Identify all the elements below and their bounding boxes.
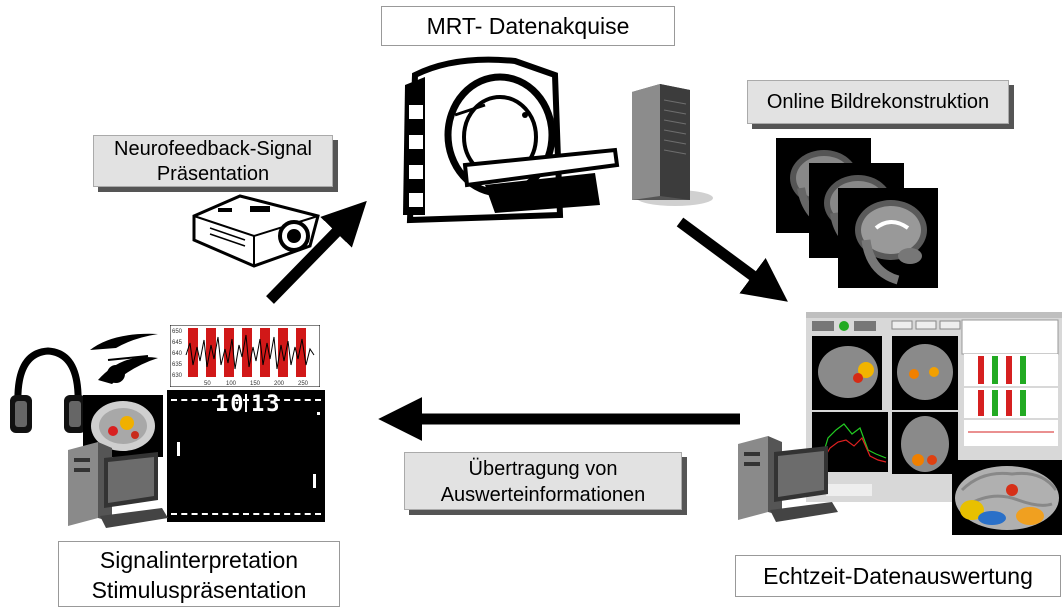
pong-right-paddle bbox=[313, 474, 316, 488]
arrow-to-scanner bbox=[266, 200, 367, 304]
label-signal-line2: Stimuluspräsentation bbox=[91, 577, 307, 603]
label-realtime-analysis: Echtzeit-Datenauswertung bbox=[735, 555, 1061, 597]
pong-right-score: 13 bbox=[251, 392, 282, 417]
mri-scanner-illustration bbox=[403, 56, 620, 224]
brain-panel-sagittal bbox=[812, 336, 882, 410]
signal-plot-y-ticks: 650 645 640 635 630 bbox=[172, 329, 183, 379]
label-mrt-acquisition: MRT- Datenakquise bbox=[381, 6, 675, 46]
label-signal-interpretation: Signalinterpretation Stimuluspräsentatio… bbox=[58, 541, 340, 607]
label-mrt-text: MRT- Datenakquise bbox=[426, 13, 630, 39]
x-tick: 50 bbox=[204, 381, 211, 387]
y-tick: 645 bbox=[172, 340, 183, 346]
computer-right-illustration bbox=[738, 436, 838, 522]
arrow-to-analysis bbox=[676, 217, 788, 302]
label-signal-line1: Signalinterpretation bbox=[99, 547, 299, 573]
server-tower-illustration bbox=[632, 84, 713, 206]
projector-illustration bbox=[192, 194, 320, 268]
y-tick: 630 bbox=[172, 373, 183, 379]
eye-illustration bbox=[90, 333, 158, 384]
y-tick: 640 bbox=[172, 351, 183, 357]
pong-left-score: 10 bbox=[215, 392, 246, 417]
activation-charts bbox=[964, 354, 1058, 446]
label-realtime-text: Echtzeit-Datenauswertung bbox=[763, 563, 1033, 589]
label-transfer: Übertragung von Auswerteinformationen bbox=[404, 452, 682, 510]
y-tick: 650 bbox=[172, 329, 183, 335]
pong-bottom-wall bbox=[171, 513, 321, 515]
label-transfer-line2: Auswerteinformationen bbox=[440, 484, 646, 506]
brain-panel-axial bbox=[892, 412, 958, 474]
signal-plot: 650 645 640 635 630 50 100 150 200 250 bbox=[170, 325, 320, 387]
pong-center-line bbox=[245, 394, 247, 412]
label-neurofeedback-line2: Präsentation bbox=[156, 163, 270, 185]
x-tick: 150 bbox=[250, 381, 261, 387]
mri-slice-front bbox=[838, 188, 938, 288]
pong-left-paddle bbox=[177, 442, 180, 456]
brain-panel-coronal bbox=[892, 336, 958, 410]
headphones-illustration bbox=[10, 347, 86, 433]
y-tick: 635 bbox=[172, 362, 183, 368]
brain-3d-rendering bbox=[952, 460, 1062, 535]
signal-plot-x-ticks: 50 100 150 200 250 bbox=[204, 381, 309, 387]
pong-ball bbox=[317, 412, 320, 415]
x-tick: 200 bbox=[274, 381, 285, 387]
x-tick: 250 bbox=[298, 381, 309, 387]
label-neurofeedback: Neurofeedback-Signal Präsentation bbox=[93, 135, 333, 187]
computer-left-illustration bbox=[68, 442, 168, 528]
mri-slices-stack bbox=[776, 138, 938, 288]
label-online-reconstruction: Online Bildrekonstruktion bbox=[747, 80, 1009, 124]
pong-game-screen: 10 13 bbox=[167, 390, 325, 522]
x-tick: 100 bbox=[226, 381, 237, 387]
label-neurofeedback-line1: Neurofeedback-Signal bbox=[114, 138, 312, 160]
label-online-text: Online Bildrekonstruktion bbox=[766, 91, 990, 113]
label-transfer-line1: Übertragung von bbox=[468, 458, 618, 480]
